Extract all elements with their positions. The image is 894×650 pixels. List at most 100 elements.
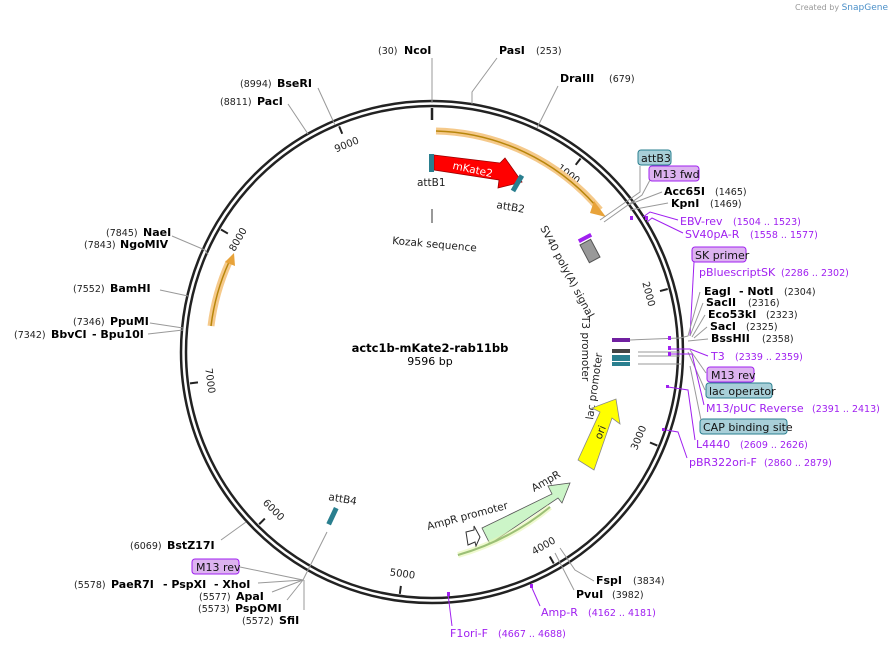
- primer-box-sk-primer[interactable]: SK primer: [689, 246, 750, 337]
- svg-text:DraIII: DraIII: [560, 72, 594, 85]
- enzyme-ncoi[interactable]: (30) NcoI: [378, 44, 433, 103]
- primer-pbr322ori-f[interactable]: pBR322ori-F (2860 .. 2879): [665, 429, 832, 469]
- tick-mark: [548, 556, 555, 564]
- svg-text:NcoI: NcoI: [404, 44, 431, 57]
- attb4-marker: [326, 506, 339, 526]
- primer-f1ori-f[interactable]: F1ori-F (4667 .. 4688): [447, 593, 566, 640]
- svg-text:(5577): (5577): [199, 592, 231, 603]
- enzyme-leaders-right: [629, 291, 709, 365]
- svg-text:(2316): (2316): [748, 298, 780, 309]
- primer-site-marks: [447, 216, 671, 596]
- svg-text:KpnI: KpnI: [671, 197, 699, 210]
- svg-text:PpuMI: PpuMI: [110, 315, 149, 328]
- feature-box-attb3[interactable]: attB3: [599, 149, 672, 221]
- primer-pbluescriptsk[interactable]: pBluescriptSK (2286 .. 2302): [699, 266, 849, 279]
- primer-box-m13-rev[interactable]: M13 rev: [689, 349, 756, 383]
- svg-text:M13 rev: M13 rev: [711, 369, 756, 382]
- enzyme-eagi-noti[interactable]: EagI - NotI (2304): [704, 285, 816, 298]
- primer-t3[interactable]: T3 (2339 .. 2359): [670, 348, 803, 363]
- enzyme-ngomiv[interactable]: (7843) NgoMIV: [84, 235, 209, 256]
- enzyme-xhoi[interactable]: (5578) PaeR7I - PspXI - XhoI: [74, 578, 304, 591]
- svg-text:(5578): (5578): [74, 580, 106, 591]
- ori-arrow[interactable]: [577, 398, 621, 471]
- enzyme-saci[interactable]: SacI (2325): [710, 320, 778, 333]
- tick-mark: [398, 585, 402, 595]
- svg-text:(8811): (8811): [220, 97, 252, 108]
- svg-text:(7843): (7843): [84, 240, 116, 251]
- feature-box-lac-operator[interactable]: lac operator: [687, 351, 776, 399]
- svg-text:(5573): (5573): [198, 604, 230, 615]
- svg-text:M13 rev: M13 rev: [196, 561, 241, 574]
- enzyme-naei[interactable]: (7845) NaeI: [106, 226, 171, 239]
- svg-text:(2860 .. 2879): (2860 .. 2879): [764, 458, 832, 469]
- tick-mark: [258, 517, 266, 525]
- svg-text:L4440: L4440: [696, 438, 730, 451]
- svg-text:SK primer: SK primer: [695, 249, 750, 262]
- svg-text:(3982): (3982): [612, 590, 644, 601]
- ampr-promoter-arrow: [465, 525, 481, 548]
- tick-label: 2000: [639, 281, 656, 308]
- enzyme-bstz17i[interactable]: (6069) BstZ17I: [130, 521, 247, 552]
- primer-sv40pa-r[interactable]: SV40pA-R (1558 .. 1577): [646, 217, 818, 241]
- tick-mark: [659, 288, 668, 293]
- enzyme-pspomi[interactable]: (5573) PspOMI: [198, 579, 304, 615]
- enzyme-kpni[interactable]: KpnI (1469): [629, 197, 742, 211]
- tick-mark: [574, 157, 582, 166]
- svg-text:(2286 .. 2302): (2286 .. 2302): [781, 268, 849, 279]
- svg-text:(2609 .. 2626): (2609 .. 2626): [740, 440, 808, 451]
- enzyme-sfii[interactable]: (5572) SfiI: [242, 580, 305, 627]
- enzyme-bsshii[interactable]: BssHII (2358): [711, 332, 794, 345]
- svg-text:PacI: PacI: [257, 95, 283, 108]
- tick-mark: [338, 125, 344, 135]
- svg-text:(1469): (1469): [710, 199, 742, 210]
- tick-mark: [189, 381, 199, 385]
- enzyme-bbvci[interactable]: (7342) BbvCI - Bpu10I: [14, 328, 184, 341]
- primer-l4440[interactable]: L4440 (2609 .. 2626): [667, 386, 808, 451]
- enzyme-pvui[interactable]: PvuI (3982): [554, 552, 644, 601]
- svg-text:SV40pA-R: SV40pA-R: [685, 228, 740, 241]
- primer-amp-r[interactable]: Amp-R (4162 .. 4181): [531, 587, 656, 619]
- svg-text:(253): (253): [536, 46, 562, 57]
- enzyme-fspi[interactable]: FspI (3834): [559, 547, 665, 587]
- enzyme-acc65i[interactable]: Acc65I (1465): [627, 185, 747, 206]
- svg-text:- PspXI: - PspXI: [163, 578, 206, 591]
- svg-text:PspOMI: PspOMI: [235, 602, 282, 615]
- tick-label: 3000: [629, 424, 649, 452]
- svg-text:(7552): (7552): [73, 284, 105, 295]
- plasmid-name: actc1b-mKate2-rab11bb: [352, 341, 509, 355]
- primer-box-m13-fwd[interactable]: M13 fwd: [603, 165, 700, 223]
- enzyme-pasi[interactable]: PasI (253): [471, 44, 562, 104]
- ori-label: ori: [593, 424, 609, 441]
- enzyme-ppumi[interactable]: (7346) PpuMI: [73, 315, 184, 329]
- svg-text:ApaI: ApaI: [236, 590, 264, 603]
- enzyme-draiii[interactable]: DraIII (679): [536, 72, 635, 129]
- tick-mark: [220, 228, 229, 235]
- svg-text:pBluescriptSK: pBluescriptSK: [699, 266, 776, 279]
- primer-m13-puc-reverse[interactable]: M13/pUC Reverse (2391 .. 2413): [670, 353, 880, 415]
- svg-text:Eco53kI: Eco53kI: [708, 308, 756, 321]
- svg-text:(1465): (1465): [715, 187, 747, 198]
- enzyme-bseri[interactable]: (8994) BseRI: [240, 77, 336, 126]
- svg-text:M13/pUC Reverse: M13/pUC Reverse: [706, 402, 804, 415]
- svg-text:(1504 .. 1523): (1504 .. 1523): [733, 217, 801, 228]
- feature-box-cap-binding-site[interactable]: CAP binding site: [689, 365, 793, 435]
- svg-text:(2323): (2323): [766, 310, 798, 321]
- svg-text:(2391 .. 2413): (2391 .. 2413): [812, 404, 880, 415]
- sv40-polya-marker: [579, 238, 601, 264]
- svg-text:- Bpu10I: - Bpu10I: [92, 328, 144, 341]
- enzyme-sacii[interactable]: SacII (2316): [706, 296, 780, 309]
- primer-ebv-rev[interactable]: EBV-rev (1504 .. 1523): [642, 211, 801, 228]
- svg-text:NgoMIV: NgoMIV: [120, 238, 169, 251]
- enzyme-eco53ki[interactable]: Eco53kI (2323): [708, 308, 798, 321]
- mkate2-arrow[interactable]: [433, 154, 523, 189]
- enzyme-bamhi[interactable]: (7552) BamHI: [73, 282, 189, 297]
- svg-text:- NotI: - NotI: [739, 285, 774, 298]
- attb2-marker: [510, 174, 525, 193]
- sv40-pa-primer-marker: [577, 232, 593, 244]
- svg-text:Acc65I: Acc65I: [664, 185, 705, 198]
- svg-text:F1ori-F: F1ori-F: [450, 627, 488, 640]
- enzyme-apai[interactable]: (5577) ApaI: [199, 579, 304, 603]
- attb4-label: attB4: [327, 491, 358, 508]
- enzyme-paci[interactable]: (8811) PacI: [220, 95, 309, 135]
- t3-promoter-label: T3 promoter: [579, 315, 591, 382]
